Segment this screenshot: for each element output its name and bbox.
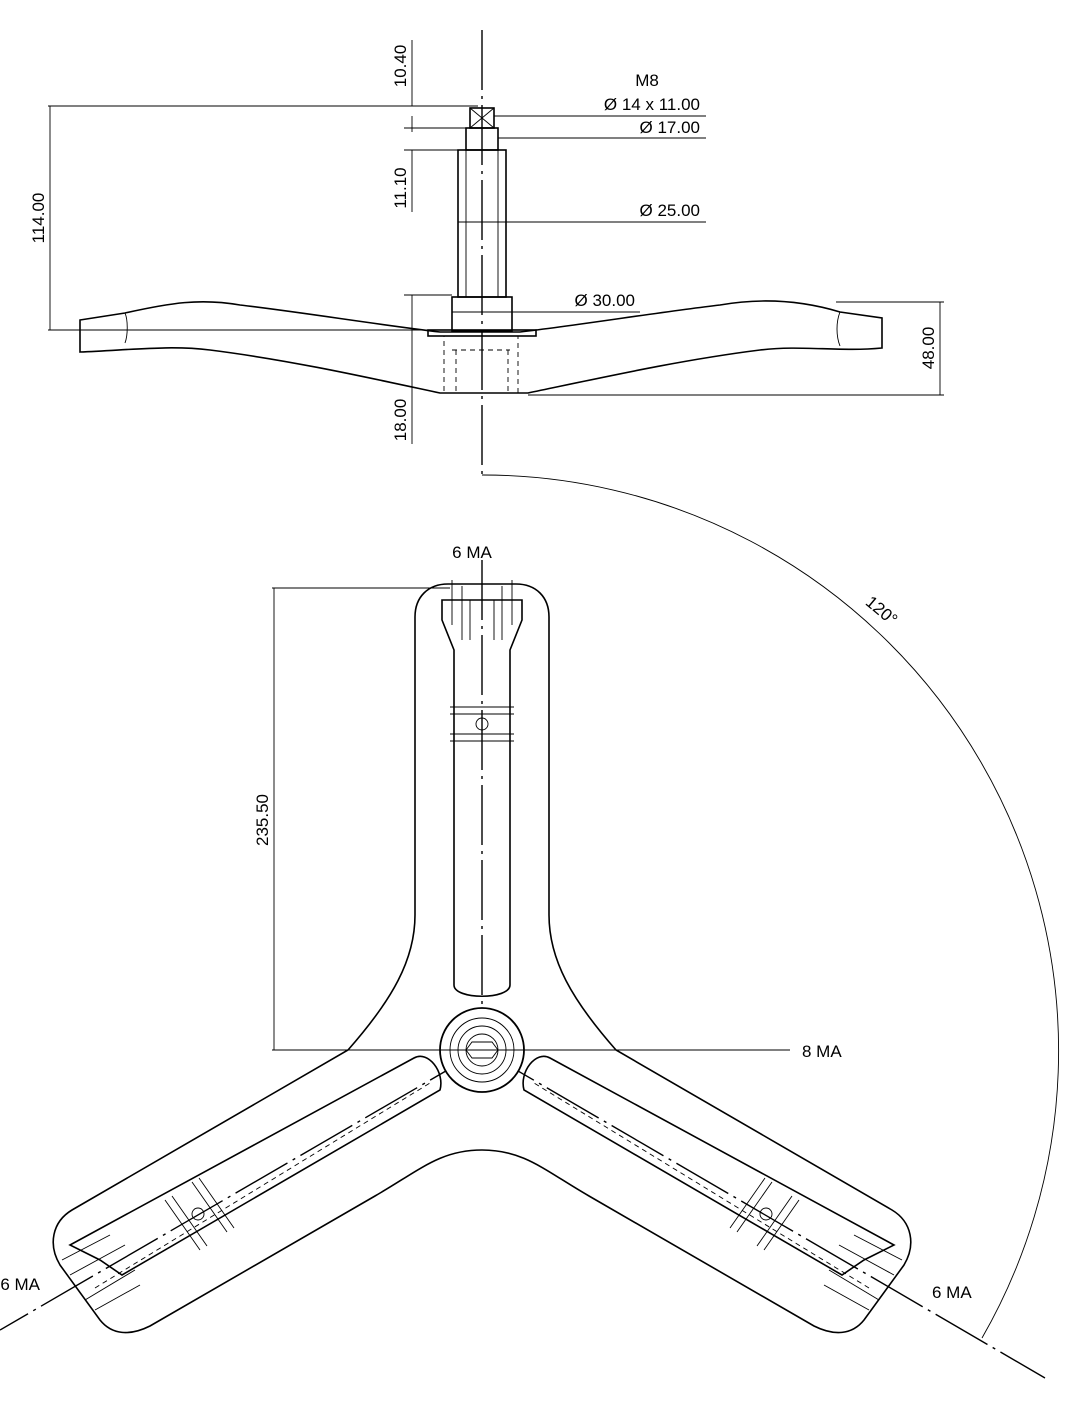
label-angle: 120° xyxy=(862,592,901,629)
label-left-ma: 6 MA xyxy=(0,1275,40,1294)
angle-arc xyxy=(481,474,1060,1339)
label-m8: M8 xyxy=(635,71,659,90)
dim-top-gap: 10.40 xyxy=(391,45,410,88)
label-thread-spec: Ø 14 x 11.00 xyxy=(604,95,700,114)
spider-outline xyxy=(52,583,912,1334)
label-center-ma: 8 MA xyxy=(802,1042,842,1061)
label-dia-17: Ø 17.00 xyxy=(640,118,701,137)
label-top-ma: 6 MA xyxy=(452,543,492,562)
label-right-ma: 6 MA xyxy=(932,1283,972,1302)
side-view: 114.00 10.40 11.10 18.00 48.00 M8 Ø 14 x… xyxy=(29,30,944,480)
dim-arm-length: 235.50 xyxy=(253,794,272,846)
dim-overall-height: 114.00 xyxy=(29,193,48,244)
spider-profile xyxy=(79,300,883,394)
dim-arm-height: 48.00 xyxy=(919,327,938,370)
dim-shaft-step: 11.10 xyxy=(391,167,410,208)
label-dia-30: Ø 30.00 xyxy=(575,291,636,310)
label-dia-25: Ø 25.00 xyxy=(640,201,701,220)
top-view: 120° xyxy=(0,474,1060,1379)
dim-hub-depth: 18.00 xyxy=(391,399,410,442)
hidden-hub xyxy=(443,335,519,394)
thread-m8 xyxy=(469,107,495,129)
